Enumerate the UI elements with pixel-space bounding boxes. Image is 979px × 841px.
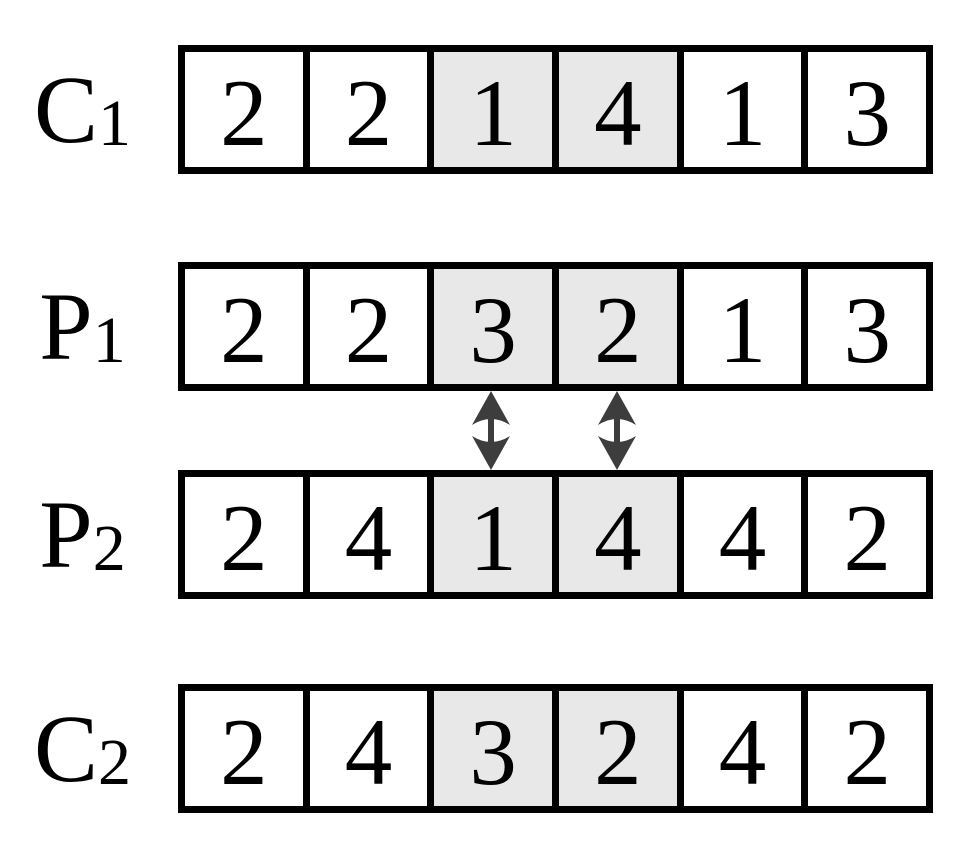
gene-value: 1 bbox=[469, 60, 517, 166]
gene-cell: 4 bbox=[552, 477, 677, 592]
gene-value: 4 bbox=[594, 485, 642, 591]
gene-cell: 4 bbox=[676, 691, 802, 806]
gene-cell: 3 bbox=[427, 691, 553, 806]
gene-cell: 2 bbox=[302, 52, 428, 167]
gene-cell: 1 bbox=[676, 269, 802, 384]
gene-value: 1 bbox=[718, 277, 767, 383]
gene-value: 2 bbox=[220, 60, 268, 166]
gene-value: 4 bbox=[718, 485, 767, 591]
gene-value: 4 bbox=[344, 699, 393, 805]
gene-value: 1 bbox=[718, 60, 767, 166]
row-label-main: P bbox=[39, 480, 93, 588]
gene-value: 3 bbox=[469, 699, 517, 805]
gene-value: 4 bbox=[718, 699, 767, 805]
gene-value: 4 bbox=[344, 485, 393, 591]
gene-cell: 2 bbox=[801, 477, 927, 592]
row-label-subscript: 2 bbox=[92, 511, 126, 585]
gene-value: 2 bbox=[843, 485, 891, 591]
gene-value: 3 bbox=[843, 60, 891, 166]
gene-cell: 2 bbox=[185, 269, 303, 384]
row-label-subscript: 1 bbox=[98, 86, 132, 160]
gene-value: 2 bbox=[344, 277, 393, 383]
gene-cell: 4 bbox=[552, 52, 677, 167]
gene-value: 2 bbox=[594, 699, 642, 805]
gene-value: 1 bbox=[469, 485, 517, 591]
gene-value: 3 bbox=[469, 277, 517, 383]
gene-value: 2 bbox=[220, 485, 268, 591]
gene-value: 2 bbox=[344, 60, 393, 166]
gene-cell: 3 bbox=[801, 52, 927, 167]
gene-cell: 2 bbox=[552, 691, 677, 806]
gene-value: 2 bbox=[843, 699, 891, 805]
gene-value: 3 bbox=[843, 277, 891, 383]
gene-cell: 1 bbox=[427, 52, 553, 167]
gene-cell: 4 bbox=[302, 691, 428, 806]
gene-cell: 4 bbox=[676, 477, 802, 592]
gene-strip-p1: 2 2 3 2 1 3 bbox=[178, 262, 933, 391]
gene-cell: 2 bbox=[302, 269, 428, 384]
gene-value: 2 bbox=[220, 277, 268, 383]
gene-cell: 2 bbox=[552, 269, 677, 384]
gene-strip-p2: 2 4 1 4 4 2 bbox=[178, 470, 933, 599]
gene-cell: 2 bbox=[185, 477, 303, 592]
gene-value: 4 bbox=[594, 60, 642, 166]
gene-cell: 4 bbox=[302, 477, 428, 592]
row-label-subscript: 1 bbox=[92, 303, 126, 377]
gene-cell: 2 bbox=[185, 691, 303, 806]
row-label-main: C bbox=[33, 55, 99, 163]
swap-arrow-position-3-icon bbox=[469, 391, 513, 470]
gene-strip-c2: 2 4 3 2 4 2 bbox=[178, 684, 933, 813]
row-label-main: P bbox=[39, 272, 93, 380]
gene-cell: 2 bbox=[185, 52, 303, 167]
gene-strip-c1: 2 2 1 4 1 3 bbox=[178, 45, 933, 174]
gene-cell: 1 bbox=[427, 477, 553, 592]
gene-value: 2 bbox=[594, 277, 642, 383]
gene-cell: 2 bbox=[801, 691, 927, 806]
swap-arrow-position-4-icon bbox=[595, 391, 639, 470]
gene-value: 2 bbox=[220, 699, 268, 805]
row-label-subscript: 2 bbox=[98, 725, 132, 799]
gene-cell: 3 bbox=[801, 269, 927, 384]
row-label-main: C bbox=[33, 694, 99, 802]
gene-cell: 1 bbox=[676, 52, 802, 167]
gene-cell: 3 bbox=[427, 269, 553, 384]
